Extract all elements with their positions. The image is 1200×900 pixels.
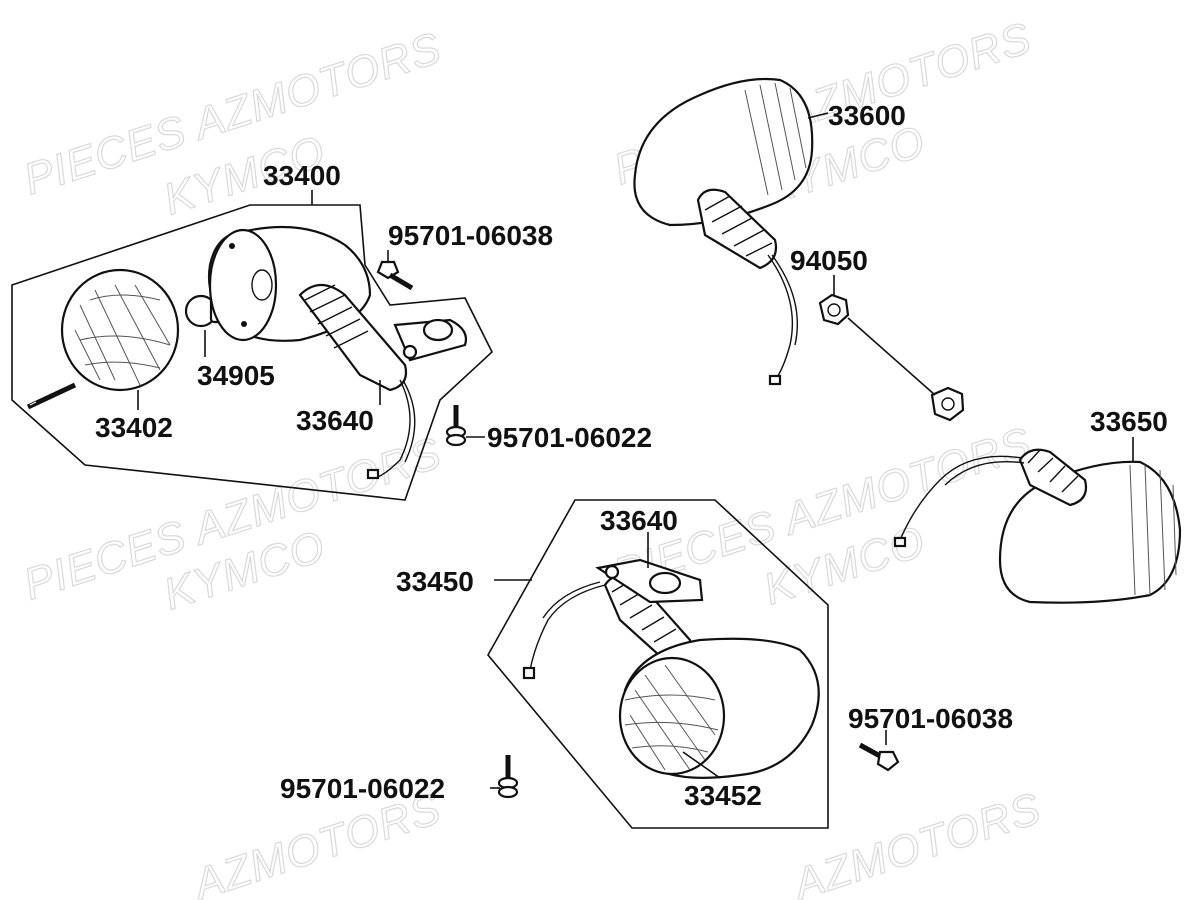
turn-signal-33650: [893, 448, 1182, 604]
leader-lines: [137, 112, 1134, 789]
screw-95701-06022-bottom: [497, 755, 519, 799]
washer: [930, 386, 965, 422]
label-33400: 33400: [263, 160, 341, 191]
label-34905: 34905: [197, 360, 275, 391]
nut-94050: [818, 293, 850, 326]
label-33452: 33452: [684, 780, 762, 811]
stem-33640-left: [298, 283, 468, 480]
lens-33402: [60, 268, 180, 392]
label-95701-06022-bottom: 95701-06022: [280, 773, 445, 804]
turn-signal-33600: [633, 77, 814, 386]
label-95701-06038-top: 95701-06038: [388, 220, 553, 251]
assembly-33450-outline: [487, 499, 829, 829]
label-33650: 33650: [1090, 406, 1168, 437]
screw-95701-06022-top: [445, 405, 467, 447]
assembly-33400-outline: [11, 204, 493, 501]
label-33640-bottom: 33640: [600, 505, 678, 536]
label-33450: 33450: [396, 566, 474, 597]
long-screw: [26, 382, 77, 410]
screw-95701-06038-top: [376, 260, 414, 291]
label-95701-06038-bottom: 95701-06038: [848, 703, 1013, 734]
label-33600: 33600: [828, 100, 906, 131]
label-95701-06022-top: 95701-06022: [487, 422, 652, 453]
screw-95701-06038-bottom: [858, 742, 900, 772]
turn-signal-33450: [522, 558, 820, 779]
watermark-text-10: AZMOTORS: [785, 784, 1047, 900]
part-labels: 33400 95701-06038 34905 33402 33640 9570…: [95, 100, 1168, 811]
label-33402: 33402: [95, 412, 173, 443]
label-94050: 94050: [790, 245, 868, 276]
nut-guide-line: [847, 317, 936, 396]
label-33640-top: 33640: [296, 405, 374, 436]
